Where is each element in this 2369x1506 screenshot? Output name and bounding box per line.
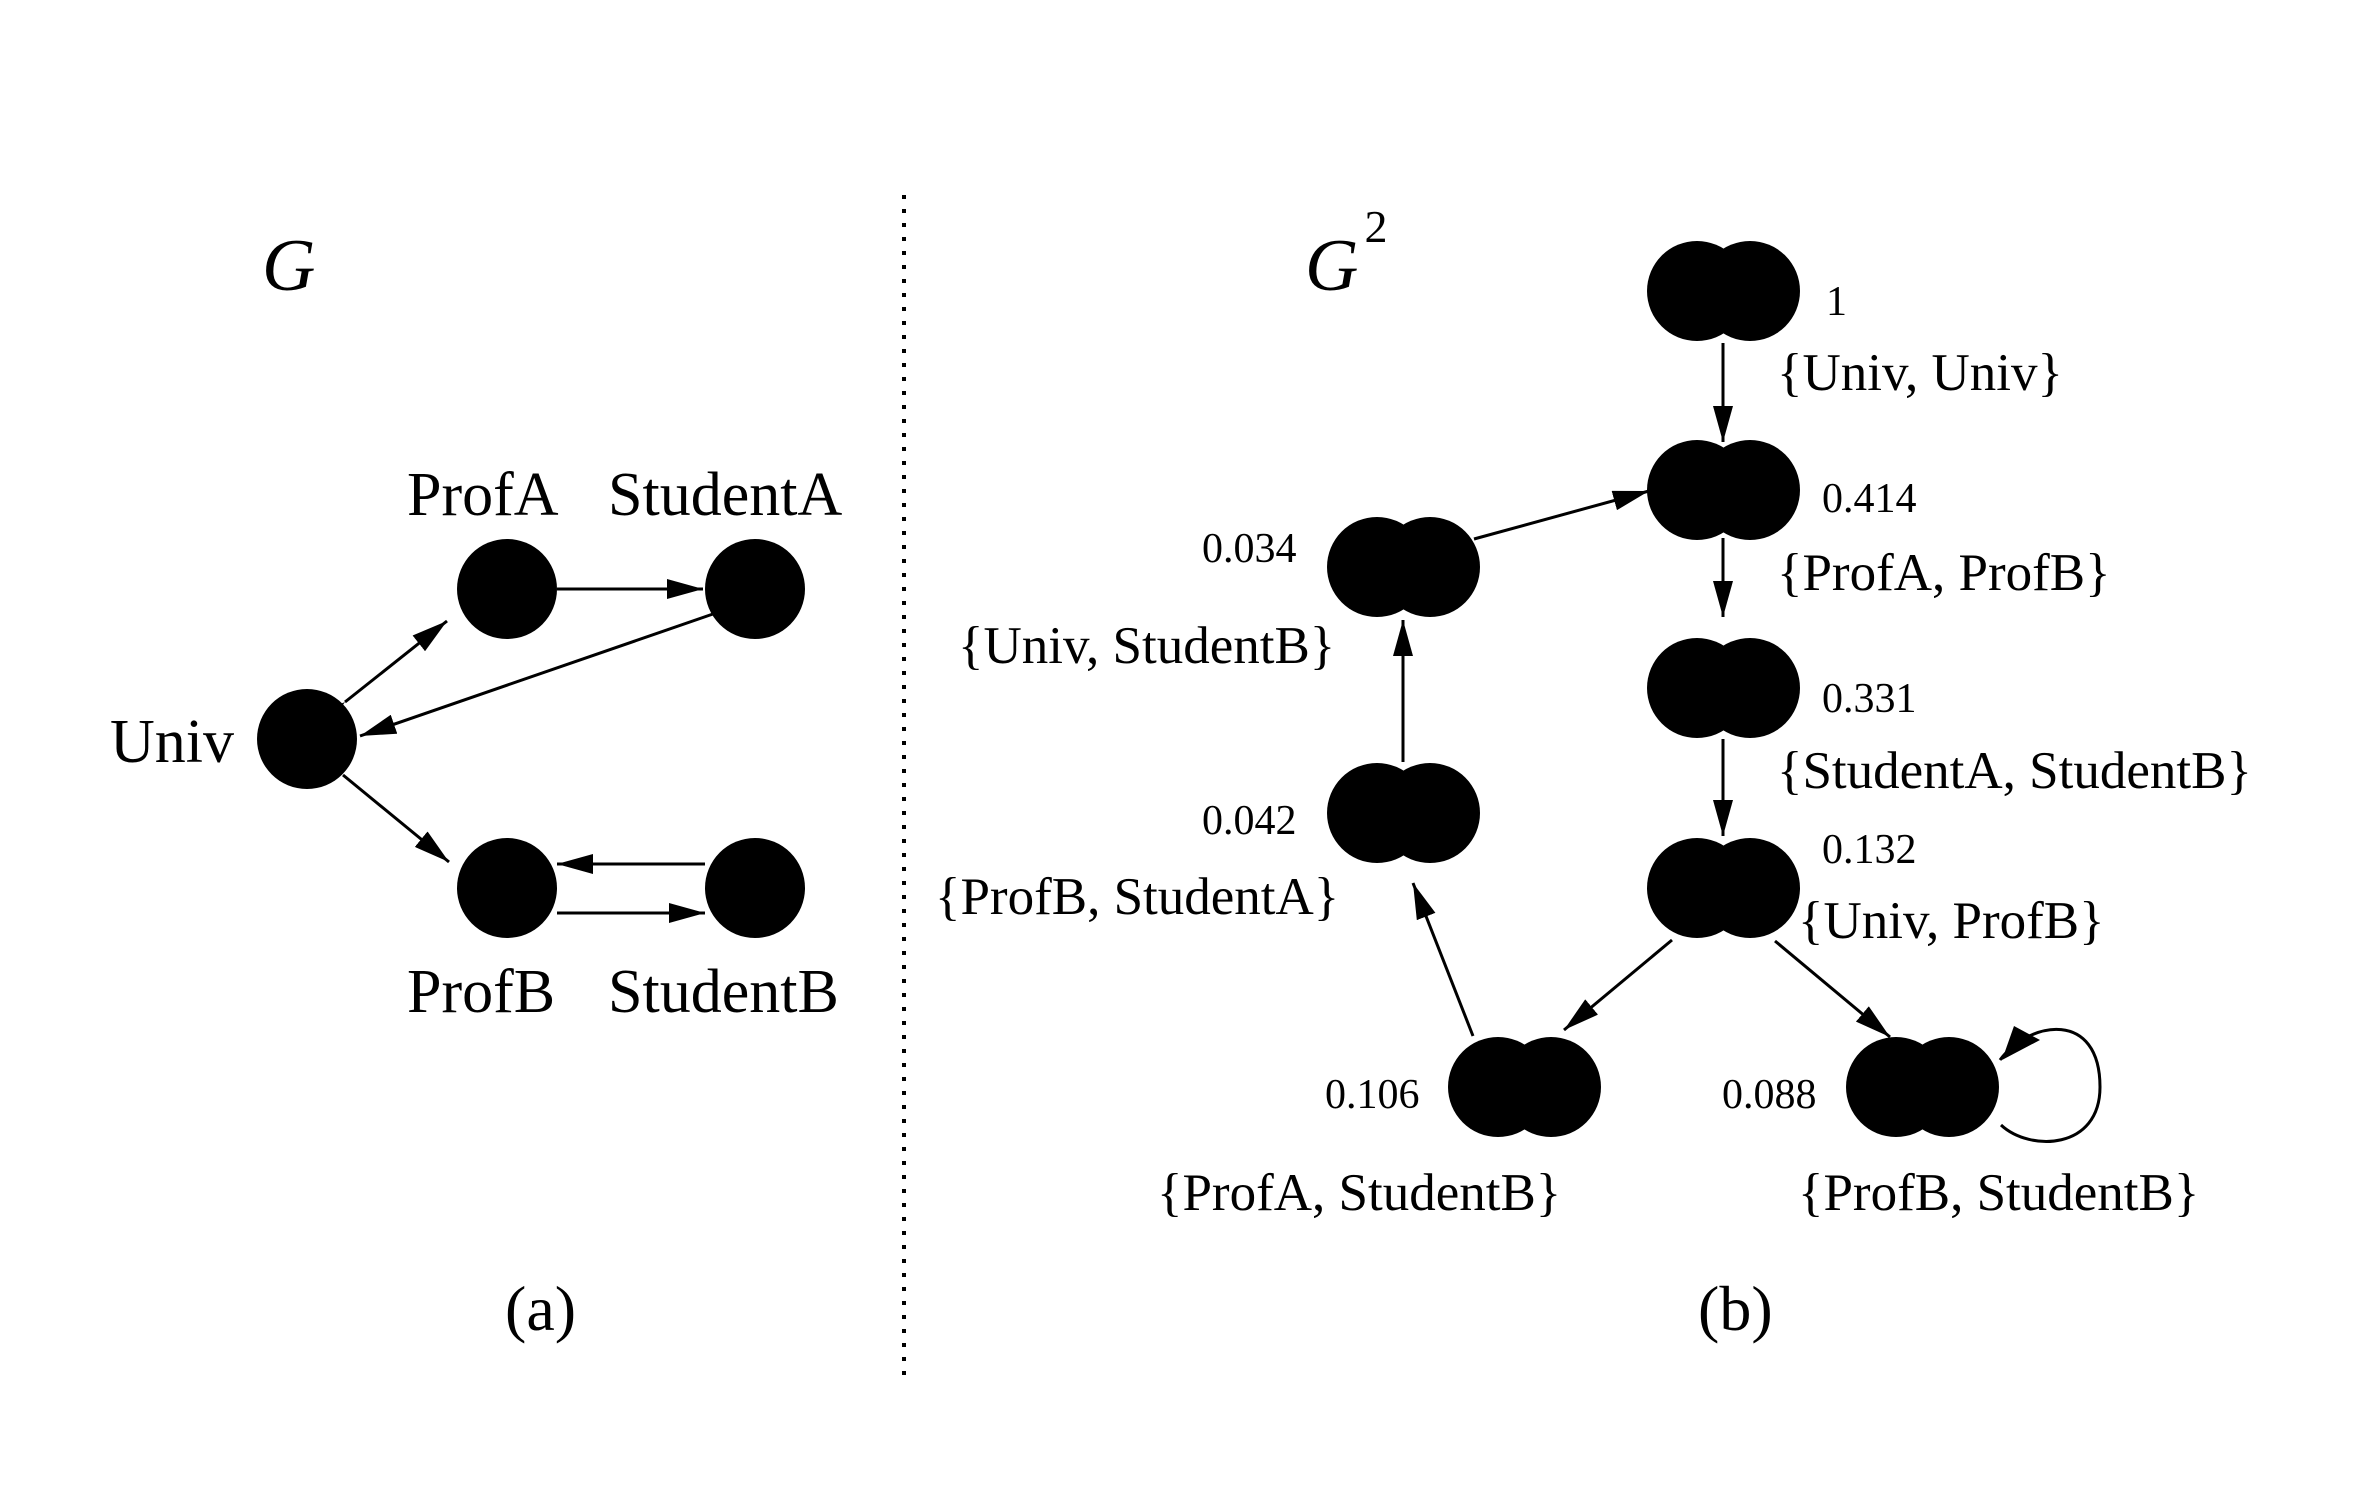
value-profA-profB: 0.414 bbox=[1822, 476, 1917, 522]
value-profB-studentA: 0.042 bbox=[1202, 798, 1297, 844]
edge-pbsb-self-loop bbox=[1998, 1027, 2102, 1143]
node-univ-profB bbox=[1647, 838, 1800, 938]
edge-usb-papb bbox=[1473, 489, 1650, 541]
pair-studentA-studentB: {StudentA, StudentB} bbox=[1777, 742, 2252, 800]
label-profB: ProfB bbox=[407, 958, 555, 1026]
label-univ: Univ bbox=[110, 708, 234, 776]
node-univ-studentB bbox=[1327, 517, 1480, 617]
edge-studentA-univ bbox=[359, 612, 714, 738]
node-univ-univ bbox=[1647, 241, 1800, 341]
pair-univ-profB: {Univ, ProfB} bbox=[1798, 892, 2105, 950]
pair-profA-profB: {ProfA, ProfB} bbox=[1777, 544, 2111, 602]
value-univ-profB: 0.132 bbox=[1822, 827, 1917, 873]
node-profB-studentB bbox=[1846, 1037, 1999, 1137]
label-studentB: StudentB bbox=[608, 958, 839, 1026]
edge-upb-pbsb bbox=[1774, 939, 1891, 1039]
pair-univ-univ: {Univ, Univ} bbox=[1777, 344, 2063, 402]
node-profA-profB bbox=[1647, 440, 1800, 540]
node-studentA bbox=[705, 539, 805, 639]
self-loop-arrowhead bbox=[2002, 1026, 2040, 1060]
pair-profA-studentB: {ProfA, StudentB} bbox=[1157, 1164, 1561, 1222]
label-profA: ProfA bbox=[407, 461, 559, 529]
label-studentA: StudentA bbox=[608, 461, 842, 529]
edge-univ-profA bbox=[310, 619, 448, 733]
caption-a: (a) bbox=[505, 1273, 576, 1344]
graph-a-title: G bbox=[262, 225, 315, 307]
node-profA bbox=[457, 539, 557, 639]
value-studentA-studentB: 0.331 bbox=[1822, 676, 1917, 722]
panel-a: G Univ ProfA StudentA ProfB StudentB (a) bbox=[110, 225, 842, 1344]
value-univ-studentB: 0.034 bbox=[1202, 526, 1297, 572]
value-univ-univ: 1 bbox=[1826, 279, 1847, 325]
node-profB-studentA bbox=[1327, 763, 1480, 863]
node-studentB bbox=[705, 838, 805, 938]
edge-univ-profB bbox=[342, 773, 450, 864]
graph-b-title-superscript: 2 bbox=[1364, 201, 1387, 252]
caption-b: (b) bbox=[1698, 1273, 1773, 1344]
pair-univ-studentB: {Univ, StudentB} bbox=[958, 617, 1335, 675]
pair-profB-studentB: {ProfB, StudentB} bbox=[1798, 1164, 2199, 1222]
node-univ bbox=[257, 689, 357, 789]
edge-pasb-pbsa bbox=[1411, 882, 1475, 1037]
node-profB bbox=[457, 838, 557, 938]
edge-upb-pasb bbox=[1563, 938, 1673, 1032]
pair-profB-studentA: {ProfB, StudentA} bbox=[935, 868, 1339, 926]
node-profA-studentB bbox=[1448, 1037, 1601, 1137]
node-studentA-studentB bbox=[1647, 638, 1800, 738]
value-profA-studentB: 0.106 bbox=[1325, 1072, 1420, 1118]
value-profB-studentB: 0.088 bbox=[1722, 1072, 1817, 1118]
